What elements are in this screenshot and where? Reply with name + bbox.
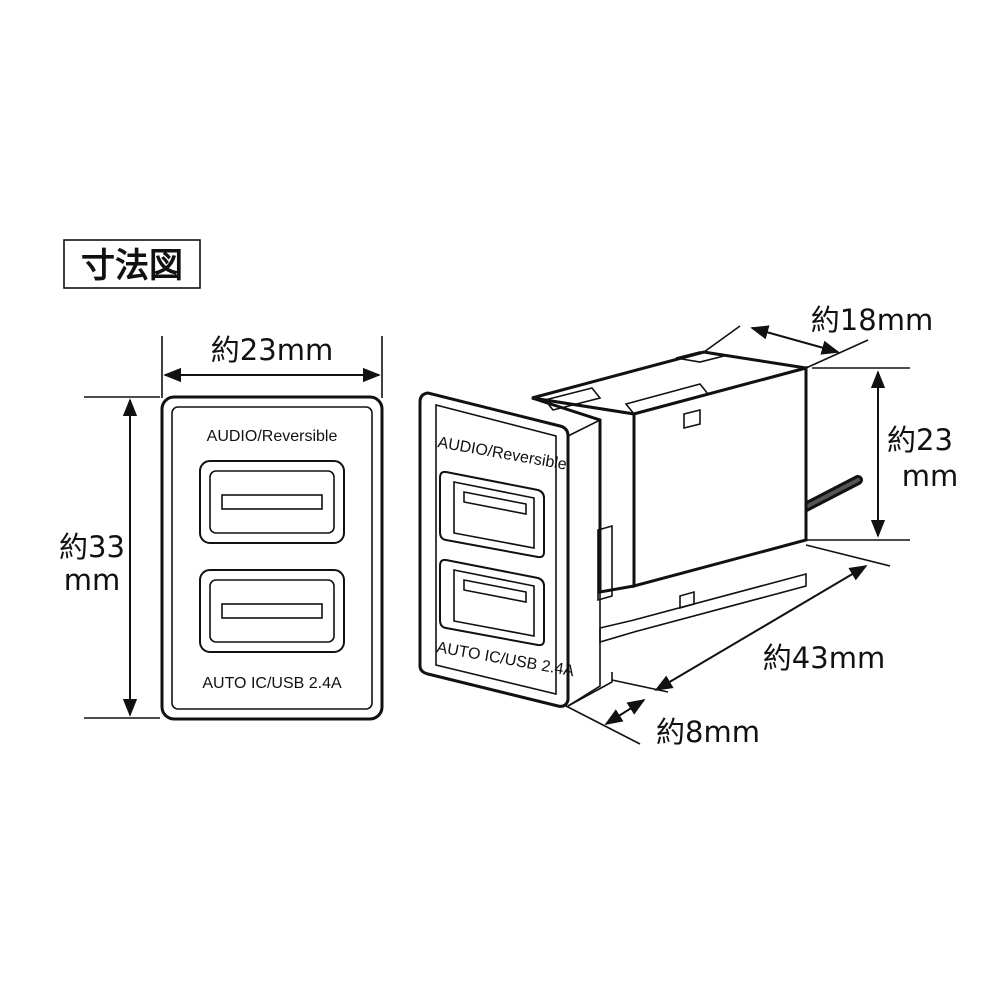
ext-depth-b bbox=[805, 339, 869, 369]
title-box: 寸法図 bbox=[63, 239, 201, 289]
depth-dimension-line bbox=[750, 325, 840, 355]
iso-body bbox=[531, 350, 808, 644]
front-bottom-label: AUTO IC/USB 2.4A bbox=[202, 675, 342, 692]
front-bezel bbox=[160, 395, 384, 721]
iso-usb-port-lower bbox=[439, 558, 545, 647]
width-label: 約23mm bbox=[211, 333, 333, 367]
usb-port-lower bbox=[199, 569, 345, 653]
title-text: 寸法図 bbox=[81, 246, 183, 286]
front-bezel-inner bbox=[171, 406, 373, 710]
usb-port-upper bbox=[199, 460, 345, 544]
ext-flange-a bbox=[565, 705, 641, 745]
flange-dimension-line bbox=[604, 699, 646, 725]
ext-length-back bbox=[805, 544, 891, 567]
iso-bezel: AUDIO/Reversible AUTO IC/USB 2.4A bbox=[418, 391, 613, 708]
iso-height-label-line2: mm bbox=[902, 459, 959, 493]
height-label-line1: 約33 bbox=[59, 530, 125, 564]
height-label-line2: mm bbox=[64, 563, 121, 597]
front-top-label: AUDIO/Reversible bbox=[207, 428, 338, 445]
ext-depth-a bbox=[703, 325, 741, 353]
iso-view: AUDIO/Reversible AUTO IC/USB 2.4A 約18mm … bbox=[418, 303, 959, 749]
length-dimension-line bbox=[654, 565, 868, 691]
depth-top-label: 約18mm bbox=[811, 303, 933, 337]
connector-pins bbox=[795, 475, 863, 515]
iso-usb-port-upper bbox=[439, 470, 545, 559]
iso-height-label-line1: 約23 bbox=[887, 423, 953, 457]
flange-label: 約8mm bbox=[656, 715, 760, 749]
front-view: 約23mm 約33 mm AUDIO/Reversible AUTO IC/US… bbox=[59, 333, 384, 721]
ext-length-front bbox=[611, 679, 669, 693]
length-label: 約43mm bbox=[763, 641, 885, 675]
